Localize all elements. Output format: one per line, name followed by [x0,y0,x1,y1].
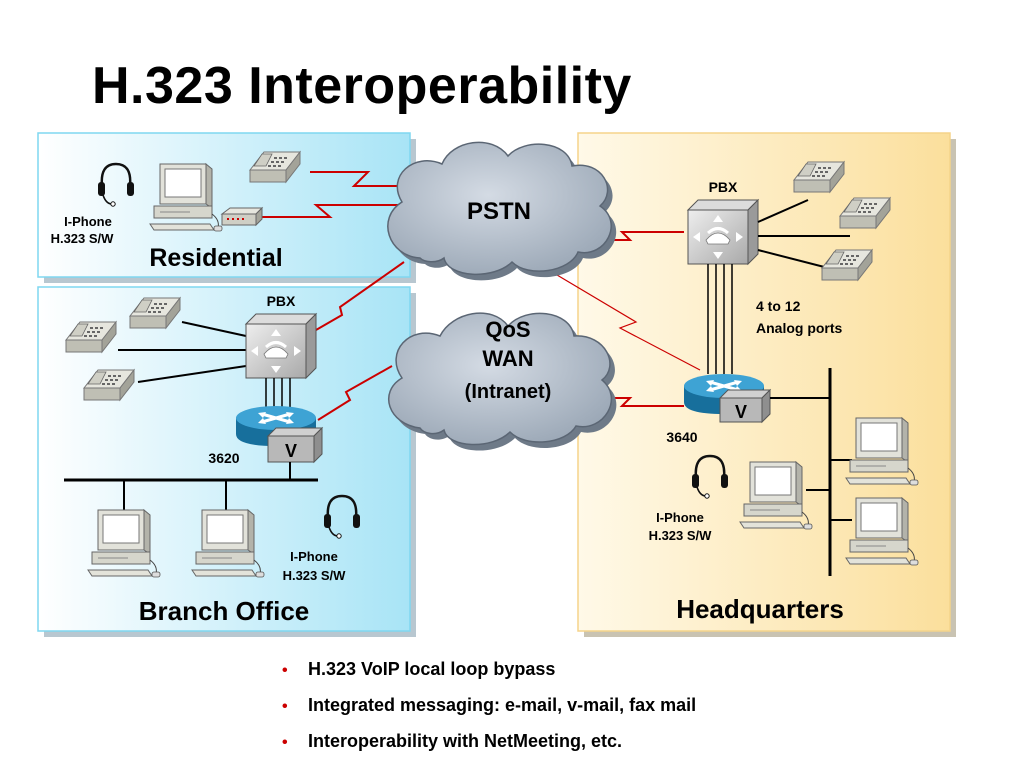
qos-wan-cloud: QoS WAN (Intranet) [388,312,617,451]
bullet-dot-icon: • [282,698,288,715]
branch-pbx-icon [244,312,318,380]
pstn-cloud: PSTN [387,141,617,281]
wan-label-line1: QoS [485,317,530,342]
branch-pbx-label: PBX [267,293,296,309]
bullet-item-2: • Integrated messaging: e-mail, v-mail, f… [282,688,696,724]
bullet-text-3: Interoperability with NetMeeting, etc. [308,731,623,751]
slide-title: H.323 Interoperability [92,57,632,115]
bullet-dot-icon: • [282,662,288,679]
network-diagram: PSTN QoS WAN (Intranet) I-Phone H.323 S/… [37,132,956,637]
hq-pbx-trunks [707,264,733,374]
hq-voice-module: V [718,388,772,424]
branch-voice-label: V [285,441,297,461]
residential-iphone-line2: H.323 S/W [51,231,115,246]
link-pstn-hq-router [551,271,701,371]
serial-links [262,171,701,421]
hq-pbx-icon [686,198,760,266]
branch-office-title: Branch Office [139,596,310,626]
wan-label-line3: (Intranet) [465,381,552,403]
bullet-text-1: H.323 VoIP local loop bypass [308,659,556,679]
link-pstn-hq-pbx [600,231,684,241]
hq-voice-label: V [735,402,747,422]
bullet-list: • H.323 VoIP local loop bypass • Integrate… [282,652,696,760]
modem-icon [220,206,264,227]
branch-voice-module: V [266,426,324,464]
branch-router-label: 3620 [208,450,239,466]
pstn-label: PSTN [467,198,531,225]
wan-label-line2: WAN [482,346,533,371]
bullet-text-2: Integrated messaging: e-mail, v-mail, fa… [308,695,697,715]
branch-phone-lines [118,321,247,383]
analog-ports-line1: 4 to 12 [756,298,801,314]
headquarters-title: Headquarters [676,594,844,624]
link-branch-pbx-pstn [315,261,405,331]
analog-ports-line2: Analog ports [756,320,843,336]
residential-iphone-line1: I-Phone [64,214,112,229]
branch-iphone-line1: I-Phone [290,549,338,564]
branch-iphone-line2: H.323 S/W [283,568,347,583]
hq-router-label: 3640 [666,429,697,445]
hq-pbx-label: PBX [709,179,738,195]
link-residential-modem-pstn [262,204,400,218]
link-branch-router-wan [317,365,393,421]
hq-iphone-line2: H.323 S/W [649,528,713,543]
bullet-item-1: • H.323 VoIP local loop bypass [282,652,696,688]
link-residential-phone-pstn [310,171,408,187]
bullet-dot-icon: • [282,734,288,751]
branch-pbx-trunks [265,378,291,408]
bullet-item-3: • Interoperability with NetMeeting, etc. [282,724,696,760]
residential-title: Residential [149,244,282,272]
hq-iphone-line1: I-Phone [656,510,704,525]
